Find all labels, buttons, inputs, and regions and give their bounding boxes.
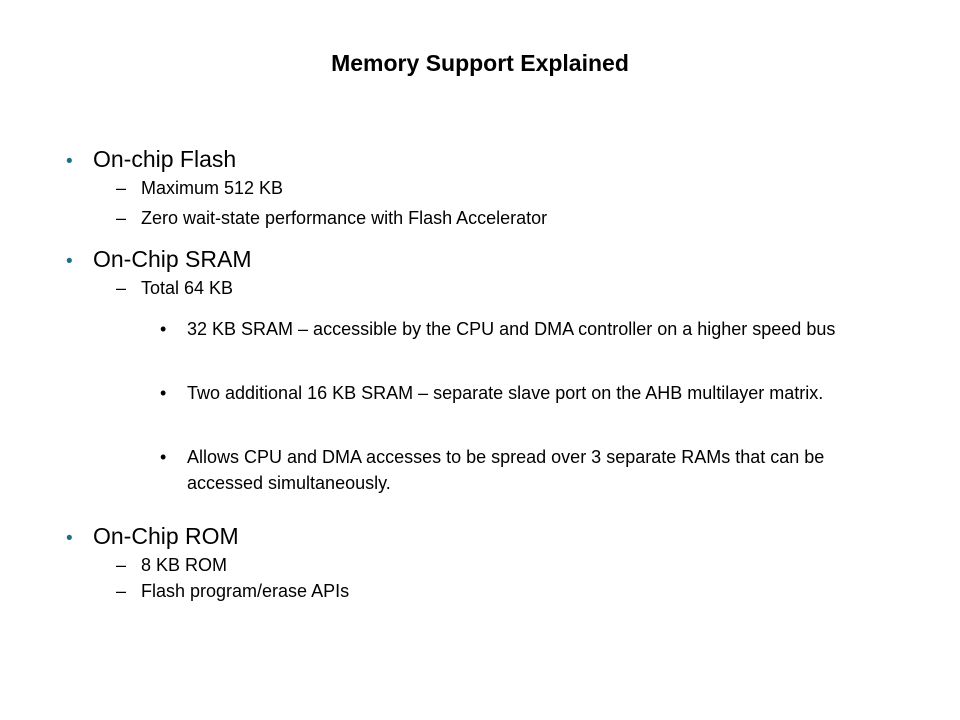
sub-sub-bullet: •Allows CPU and DMA accesses to be sprea… xyxy=(160,444,880,496)
bullet-on-chip-sram: •On-Chip SRAM xyxy=(66,245,251,276)
sub-sub-bullet: •32 KB SRAM – accessible by the CPU and … xyxy=(160,316,880,342)
bullet-icon: • xyxy=(160,319,167,339)
slide-title: Memory Support Explained xyxy=(331,50,629,76)
dash-icon: – xyxy=(116,278,127,298)
bullet-on-chip-rom: •On-Chip ROM xyxy=(66,522,239,553)
bullet-icon: • xyxy=(66,251,73,272)
sub-bullet: –Total 64 KB xyxy=(116,278,234,298)
bullet-icon: • xyxy=(160,383,167,403)
bullet-icon: • xyxy=(160,447,167,467)
sub-bullet: –8 KB ROM xyxy=(116,555,228,575)
bullet-icon: • xyxy=(66,528,73,549)
dash-icon: – xyxy=(116,208,127,228)
bullet-icon: • xyxy=(66,151,73,172)
sub-bullet: –Flash program/erase APIs xyxy=(116,581,350,601)
sub-bullet: –Zero wait-state performance with Flash … xyxy=(116,208,548,228)
bullet-on-chip-flash: •On-chip Flash xyxy=(66,145,236,176)
dash-icon: – xyxy=(116,581,127,601)
sub-bullet: –Maximum 512 KB xyxy=(116,178,284,198)
sub-sub-bullet: •Two additional 16 KB SRAM – separate sl… xyxy=(160,380,880,406)
dash-icon: – xyxy=(116,555,127,575)
dash-icon: – xyxy=(116,178,127,198)
